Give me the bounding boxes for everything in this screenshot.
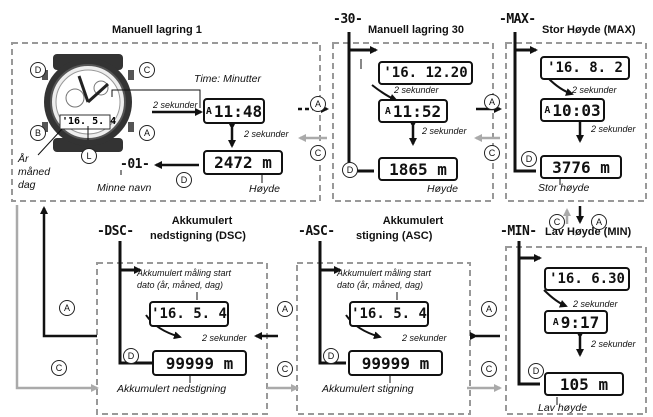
- leader-time: [111, 89, 201, 108]
- lcd-dsc-value: 99999 m: [152, 350, 247, 376]
- title-manuell-lagring-30: Manuell lagring 30: [368, 24, 464, 36]
- lcd-prefix: A: [544, 104, 551, 116]
- flow-d-icon: D: [342, 162, 358, 178]
- hold-label: 2 sekunder: [591, 339, 636, 349]
- label-akk-nedstigning: Akkumulert nedstigning: [117, 383, 227, 395]
- lcd-m30-time: A 11:52: [378, 99, 448, 123]
- hold-label: 2 sekunder: [422, 126, 467, 136]
- lcd-m30-date: '16. 12.20: [378, 61, 473, 85]
- flow-d-icon: D: [323, 348, 339, 364]
- label-maned: måned: [18, 166, 51, 178]
- lcd-prefix: A: [552, 316, 559, 328]
- flow-a-icon: A: [591, 214, 607, 230]
- hold-label: 2 sekunder: [244, 129, 289, 139]
- frame-m30: [332, 42, 494, 202]
- button-c-icon: C: [139, 62, 155, 78]
- flow-c-icon: C: [484, 145, 500, 161]
- hold-label: 2 sekunder: [591, 124, 636, 134]
- flow-a-icon: A: [277, 301, 293, 317]
- lcd-value: 11:48: [213, 101, 263, 121]
- frame-asc: [296, 262, 471, 415]
- flow-c-icon: C: [51, 360, 67, 376]
- flow-d-icon: D: [123, 348, 139, 364]
- mode-label-30: -30-: [333, 12, 363, 27]
- mode-label-max: -MAX-: [499, 12, 536, 27]
- flow-c-icon: C: [310, 145, 326, 161]
- button-l-icon: L: [81, 148, 97, 164]
- title-manuell-lagring-1: Manuell lagring 1: [112, 24, 202, 36]
- label-akk-stigning: Akkumulert stigning: [322, 383, 414, 395]
- hold-label: 2 sekunder: [202, 333, 247, 343]
- flow-a-icon: A: [59, 300, 75, 316]
- lcd-dsc-date: '16. 5. 4: [149, 301, 229, 327]
- button-d-icon: D: [30, 62, 46, 78]
- title-dsc-line1: Akkumulert: [171, 215, 233, 227]
- label-lav-hoyde: Lav høyde: [538, 402, 588, 414]
- label-minne-navn: Minne navn: [97, 182, 152, 194]
- flow-a-icon: A: [481, 301, 497, 317]
- title-min: Lav Høyde (MIN): [545, 226, 632, 238]
- label-akk-start-2: dato (år, måned, dag): [337, 280, 424, 290]
- label-hoyde-30: Høyde: [427, 183, 458, 195]
- hold-label: 2 sekunder: [572, 85, 617, 95]
- lcd-m1-altitude: 2472 m: [203, 150, 283, 175]
- flow-a-icon: A: [310, 96, 326, 112]
- watch-drawing: [42, 54, 134, 152]
- title-asc-line2: stigning (ASC): [356, 230, 433, 242]
- title-dsc-line2: nedstigning (DSC): [150, 230, 246, 242]
- flow-c-icon: C: [549, 214, 565, 230]
- hold-label: 2 sekunder: [402, 333, 447, 343]
- flow-a-icon: A: [484, 94, 500, 110]
- lcd-max-altitude: 3776 m: [540, 155, 622, 179]
- lcd-asc-date: '16. 5. 4: [349, 301, 429, 327]
- lcd-value: 9:17: [560, 312, 600, 332]
- lcd-m1-time: A 11:48: [203, 98, 265, 124]
- frame-max: [505, 42, 647, 202]
- label-time-minutter: Time: Minutter: [194, 73, 262, 85]
- hold-label: 2 sekunder: [394, 85, 439, 95]
- title-max: Stor Høyde (MAX): [542, 24, 636, 36]
- lcd-prefix: A: [205, 105, 212, 117]
- lcd-max-date: '16. 8. 2: [540, 56, 630, 80]
- lcd-min-date: '16. 6.30: [544, 267, 630, 291]
- lcd-min-time: A 9:17: [544, 310, 608, 334]
- mode-label-dsc: -DSC-: [97, 224, 134, 239]
- hold-label: 2 sekunder: [153, 100, 198, 110]
- flow-d-icon: D: [176, 172, 192, 188]
- mode-label-memory: -01-: [120, 157, 150, 172]
- frame-m1: [11, 42, 321, 202]
- label-hoyde: Høyde: [249, 183, 280, 195]
- label-akk-start-1: Akkumulert måling start: [337, 268, 432, 278]
- lcd-value: 11:52: [392, 101, 442, 121]
- lcd-value: 10:03: [552, 100, 601, 120]
- lcd-max-time: A 10:03: [540, 98, 605, 122]
- flow-d-icon: D: [521, 151, 537, 167]
- lcd-asc-value: 99999 m: [348, 350, 443, 376]
- button-a-icon: A: [139, 125, 155, 141]
- lcd-min-altitude: 105 m: [544, 372, 624, 396]
- label-ar: År: [18, 153, 29, 165]
- label-akk-start-1: Akkumulert måling start: [137, 268, 232, 278]
- label-akk-start-2: dato (år, måned, dag): [137, 280, 224, 290]
- frame-min: [505, 246, 647, 415]
- button-b-icon: B: [30, 125, 46, 141]
- lcd-m30-altitude: 1865 m: [378, 157, 458, 181]
- flow-c-icon: C: [481, 361, 497, 377]
- mode-label-asc: -ASC-: [298, 224, 335, 239]
- lcd-prefix: A: [384, 105, 391, 117]
- watch-date-display: '16. 5. 4: [62, 116, 117, 127]
- label-dag: dag: [18, 179, 36, 191]
- flow-c-icon: C: [277, 361, 293, 377]
- title-asc-line1: Akkumulert: [382, 215, 444, 227]
- frame-dsc: [96, 262, 268, 415]
- mode-label-min: -MIN-: [500, 224, 537, 239]
- label-stor-hoyde: Stor høyde: [538, 182, 590, 194]
- hold-label: 2 sekunder: [573, 299, 618, 309]
- flow-d-icon: D: [528, 363, 544, 379]
